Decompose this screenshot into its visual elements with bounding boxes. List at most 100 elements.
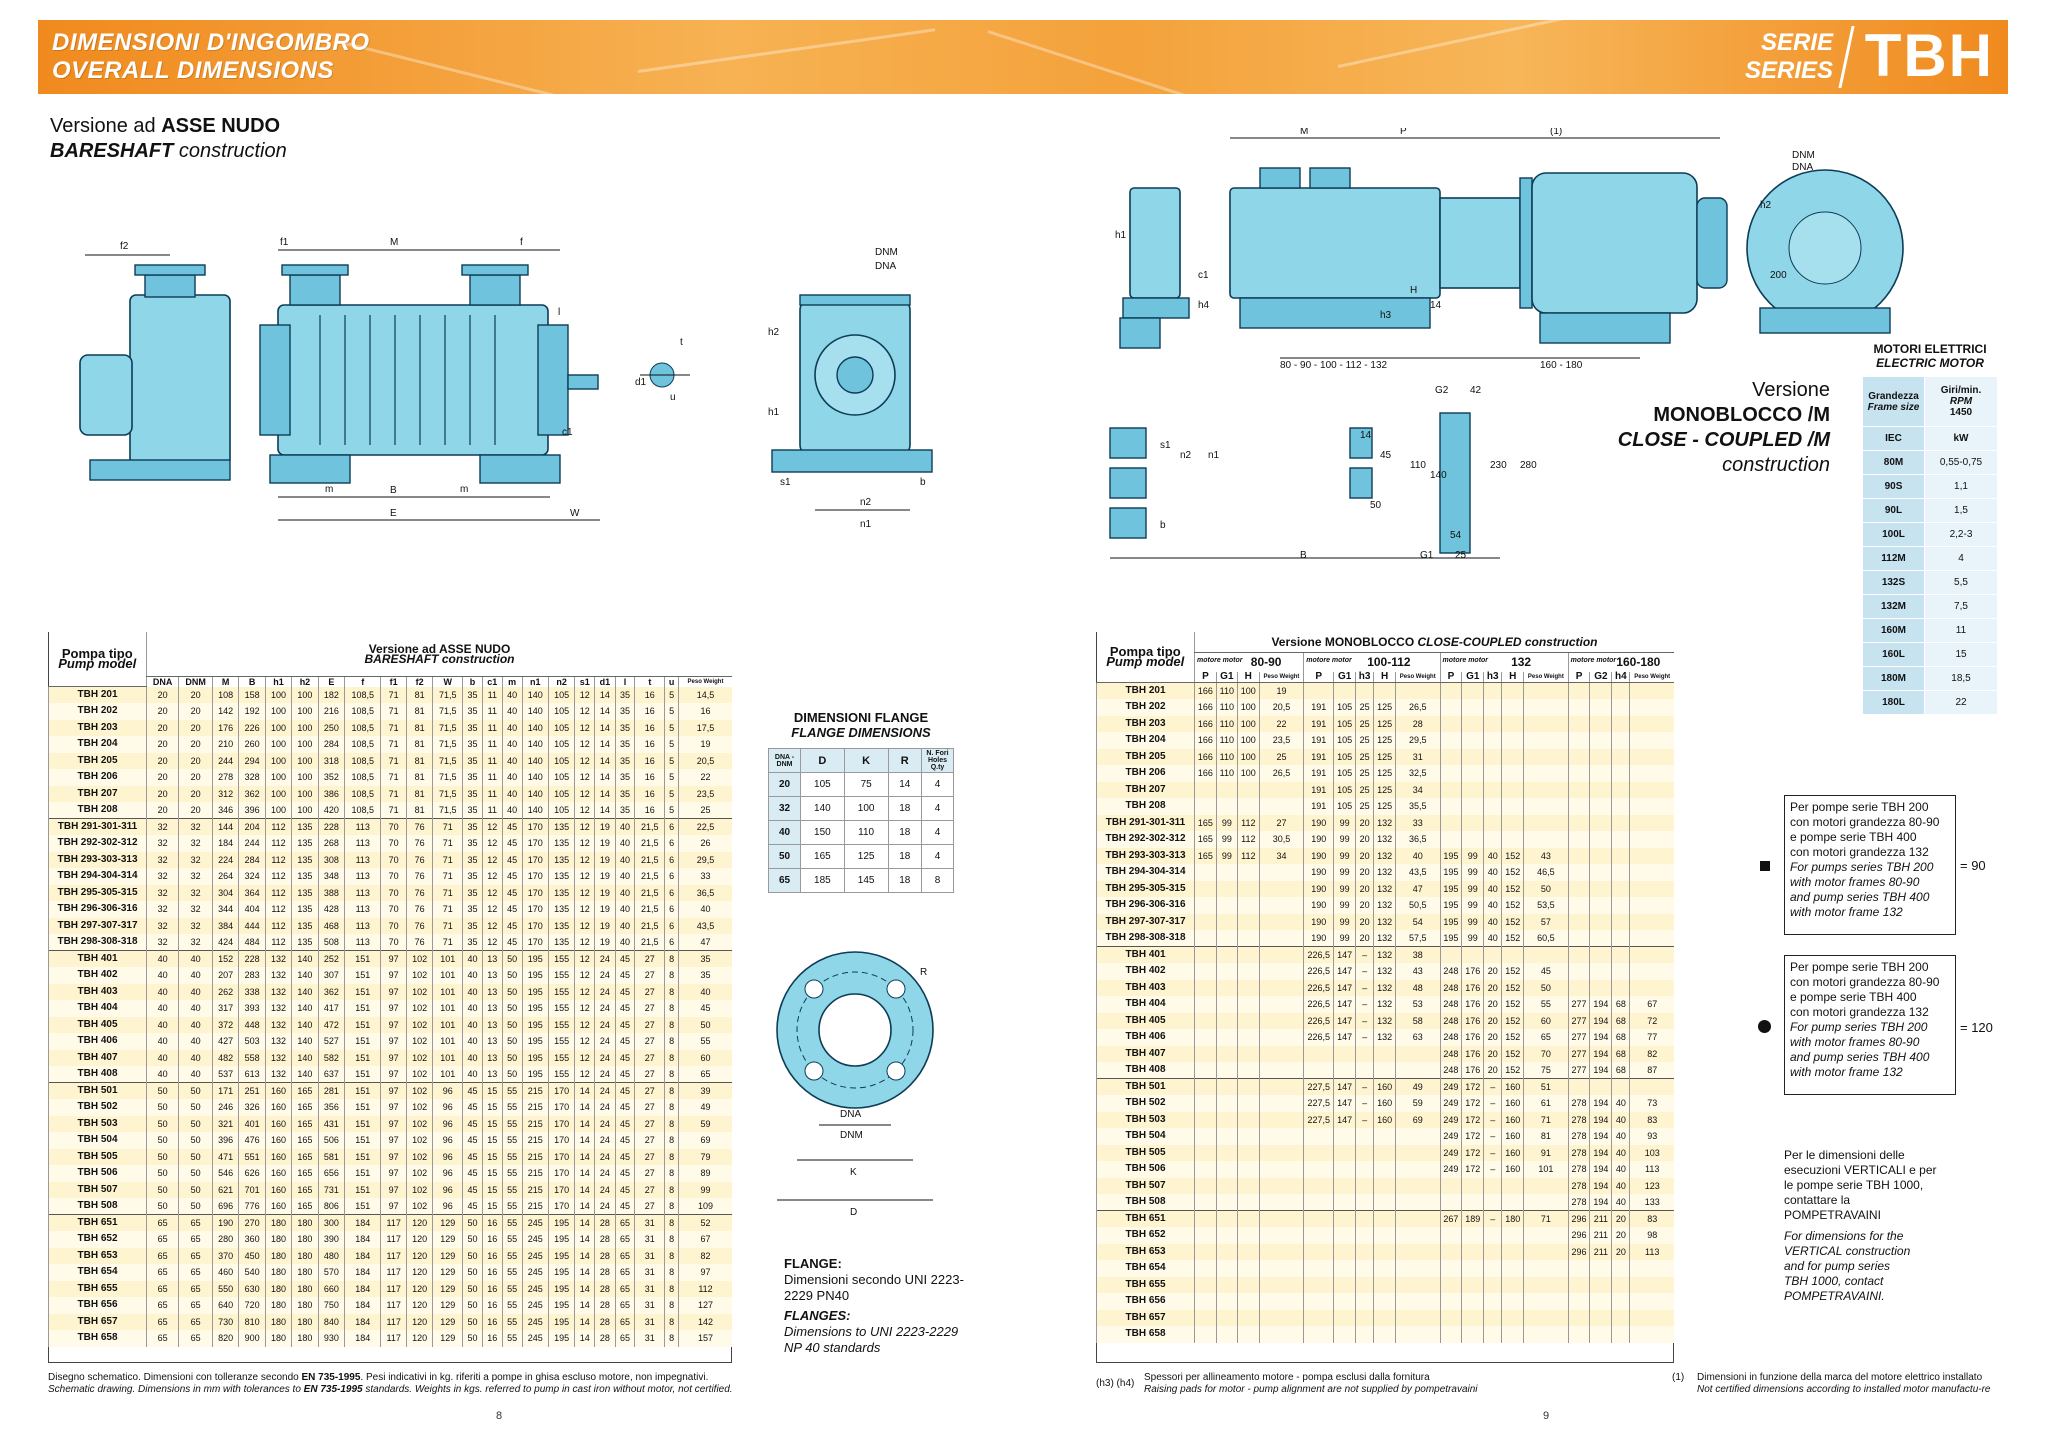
table-cell: 24 xyxy=(594,1033,616,1050)
table-cell: 180 xyxy=(291,1330,319,1347)
table-cell: 125 xyxy=(1373,765,1396,782)
table-cell: 142 xyxy=(678,1313,732,1330)
table-cell xyxy=(1567,748,1590,765)
table-cell xyxy=(1215,913,1238,930)
pump-model-cell: TBH 651 xyxy=(1096,1210,1195,1227)
table-cell: 13 xyxy=(481,967,503,984)
table-cell: 185 xyxy=(800,868,845,893)
table-cell xyxy=(1501,798,1524,815)
table-cell xyxy=(1194,798,1217,815)
table-cell: 194 xyxy=(1589,1045,1612,1062)
table-cell: 135 xyxy=(291,868,319,885)
table-cell: 28 xyxy=(594,1231,616,1248)
note-line: For pump series TBH 200 xyxy=(1790,1020,1928,1034)
table-cell: 393 xyxy=(238,1000,266,1017)
table-cell xyxy=(1258,897,1304,914)
table-cell: 356 xyxy=(317,1099,345,1116)
table-cell xyxy=(1355,682,1374,699)
table-cell: 245 xyxy=(521,1231,549,1248)
table-cell xyxy=(1483,1177,1502,1194)
table-cell: 22 xyxy=(1924,690,1998,715)
table-cell: 99 xyxy=(1333,864,1356,881)
table-cell xyxy=(1501,814,1524,831)
table-cell: 26 xyxy=(678,835,732,852)
table-cell: 31 xyxy=(634,1313,665,1330)
table-cell: 100 xyxy=(291,686,319,703)
pump-model-cell: TBH 653 xyxy=(1096,1243,1195,1260)
table-cell xyxy=(1215,781,1238,798)
table-cell: 100 xyxy=(264,752,292,769)
table-cell: 27 xyxy=(634,983,665,1000)
table-cell: 132 xyxy=(264,950,292,967)
table-cell: 129 xyxy=(432,1214,463,1231)
table-cell: 97 xyxy=(380,983,407,1000)
monobloc-title-line3: CLOSE - COUPLED /M xyxy=(1617,429,1830,451)
table-cell: 176 xyxy=(1461,1062,1484,1079)
table-cell: 262 xyxy=(211,983,239,1000)
table-cell: 24 xyxy=(594,1198,616,1215)
table-cell: 101 xyxy=(1523,1161,1569,1178)
table-cell: 11 xyxy=(1924,618,1998,643)
table-cell: 326 xyxy=(238,1099,266,1116)
table-cell xyxy=(1194,1293,1217,1310)
pump-model-cell: TBH 295-305-315 xyxy=(1096,880,1195,897)
table-cell: 40 xyxy=(1483,880,1502,897)
table-cell: 195 xyxy=(1439,847,1462,864)
table-cell xyxy=(1501,1326,1524,1343)
table-cell: 113 xyxy=(1629,1243,1674,1260)
pump-model-cell: TBH 408 xyxy=(1096,1062,1195,1079)
table-cell xyxy=(1303,1326,1334,1343)
pump-model-cell: TBH 653 xyxy=(48,1247,147,1264)
table-cell: 81 xyxy=(405,686,433,703)
table-cell xyxy=(1355,1210,1374,1227)
table-cell: 45 xyxy=(462,1148,483,1165)
table-cell xyxy=(1483,946,1502,963)
table-cell: 101 xyxy=(432,1033,463,1050)
table-cell: 102 xyxy=(405,1132,433,1149)
table-cell: 120 xyxy=(405,1297,433,1314)
table-cell: 40 xyxy=(145,1000,179,1017)
table-cell: 24 xyxy=(594,1099,616,1116)
table-cell: 89 xyxy=(678,1165,732,1182)
table-cell: 135 xyxy=(547,851,575,868)
table-cell xyxy=(1589,831,1612,848)
table-cell: 165 xyxy=(1194,831,1217,848)
pump-model-cell: TBH 654 xyxy=(1096,1260,1195,1277)
table-cell: 13 xyxy=(481,983,503,1000)
table-cell: 97 xyxy=(380,1148,407,1165)
table-cell: 165 xyxy=(291,1099,319,1116)
table-cell: 152 xyxy=(1501,930,1524,947)
table-cell: 135 xyxy=(291,818,319,835)
note-line: e pompe serie TBH 400 xyxy=(1790,830,1917,844)
table-cell xyxy=(1461,1177,1484,1194)
table-cell: 26,5 xyxy=(1258,765,1304,782)
table-cell: 102 xyxy=(405,1000,433,1017)
table-cell: 77 xyxy=(1629,1029,1674,1046)
pump-model-cell: TBH 502 xyxy=(48,1099,147,1116)
table-cell: 25 xyxy=(1258,748,1304,765)
mono-col-header: G1 xyxy=(1215,672,1238,683)
table-cell xyxy=(1461,1194,1484,1211)
table-cell: 132 xyxy=(264,983,292,1000)
table-cell: 16 xyxy=(634,719,665,736)
table-cell: 45 xyxy=(614,1016,635,1033)
table-cell: 172 xyxy=(1461,1161,1484,1178)
table-cell: 245 xyxy=(521,1214,549,1231)
table-cell: 24 xyxy=(594,1132,616,1149)
table-cell: 144 xyxy=(211,818,239,835)
table-cell: 40 xyxy=(501,736,523,753)
table-cell: 100 xyxy=(1236,682,1260,699)
table-cell: 20 xyxy=(1483,963,1502,980)
table-cell: 105 xyxy=(1333,715,1356,732)
table-cell: 72 xyxy=(1629,1012,1674,1029)
table-cell: 20 xyxy=(1483,1045,1502,1062)
